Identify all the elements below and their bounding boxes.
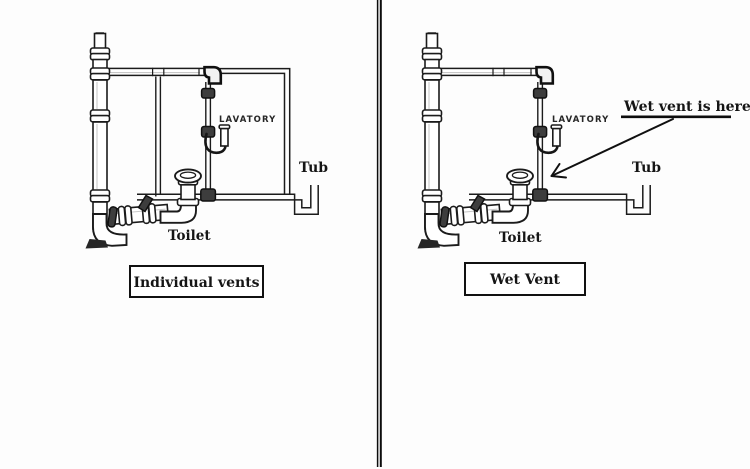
left-piping-rig bbox=[86, 34, 319, 249]
tub-label: Tub bbox=[632, 160, 661, 176]
right-caption-box: Wet Vent bbox=[464, 262, 586, 296]
vent-header-tee-ticks bbox=[152, 67, 165, 77]
tub-vent-loop-pipe bbox=[219, 67, 291, 195]
wet-vent-arrow bbox=[550, 118, 674, 179]
toilet-label: Toilet bbox=[499, 230, 542, 246]
left-caption-box: Individual vents bbox=[129, 265, 264, 298]
right-diagram: LAVATORY Toilet Tub Wet vent is here Wet… bbox=[418, 34, 750, 296]
wet-vent-callout: Wet vent is here bbox=[550, 99, 750, 179]
caption-text: Wet Vent bbox=[489, 272, 560, 288]
right-piping-rig bbox=[418, 34, 651, 249]
left-diagram: LAVATORY Toilet Tub Individual vents bbox=[86, 34, 328, 298]
toilet-vent-pipe bbox=[155, 76, 162, 197]
lavatory-label: LAVATORY bbox=[219, 115, 276, 125]
toilet-label: Toilet bbox=[168, 228, 211, 244]
tub-label: Tub bbox=[299, 160, 328, 176]
wet-vent-annotation: Wet vent is here bbox=[623, 99, 750, 115]
lavatory-label: LAVATORY bbox=[552, 115, 609, 125]
caption-border bbox=[464, 262, 586, 296]
vent-header-joint-ticks bbox=[492, 67, 505, 77]
caption-text: Individual vents bbox=[133, 275, 259, 291]
panel-divider bbox=[376, 0, 382, 467]
caption-border bbox=[129, 265, 264, 298]
